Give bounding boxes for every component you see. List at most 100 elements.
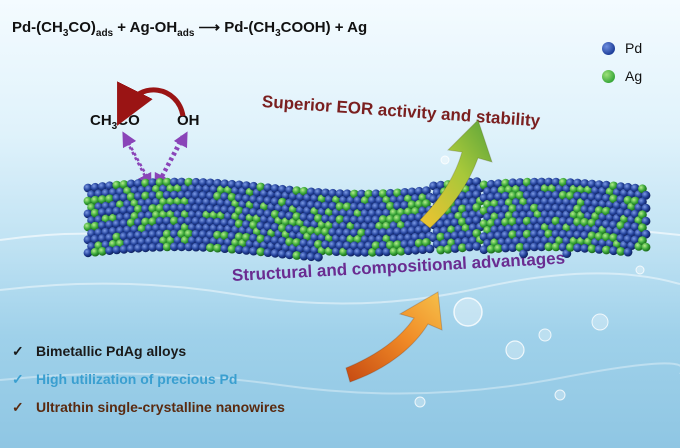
nanowire-atom: [335, 189, 345, 199]
nanowire-atom: [198, 178, 208, 187]
nanowire-atom: [544, 216, 554, 226]
nanowire-atom: [616, 234, 626, 243]
nanowire-atom: [630, 235, 640, 245]
nanowire-atom: [515, 242, 525, 252]
nanowire-atom: [83, 196, 93, 206]
nanowire-atom: [357, 241, 366, 251]
acetyl-sub: 3: [111, 121, 118, 132]
nanowire-atom: [285, 224, 294, 234]
nanowire-atom: [166, 184, 176, 194]
eq-part: COOH) + Ag: [280, 19, 368, 36]
nanowire-atom: [551, 190, 561, 200]
nanowire-atom: [155, 242, 165, 252]
eq-part: + Ag-OH: [113, 19, 178, 36]
nanowire-atom: [386, 214, 395, 224]
nanowire-atom: [105, 194, 114, 204]
nanowire-atom: [414, 186, 424, 196]
nanowire-atom: [98, 234, 107, 243]
nanowire-atom: [134, 192, 143, 201]
nanowire-atom: [112, 206, 122, 216]
nanowire-atom: [465, 190, 474, 200]
nanowire-atom: [616, 182, 626, 192]
nanowire-atom: [609, 207, 618, 217]
nanowire-atom: [429, 181, 438, 191]
nanowire-atom: [234, 193, 244, 203]
nanowire-atom: [623, 221, 633, 231]
nanowire-atom: [393, 214, 402, 224]
nanowire-atom: [537, 203, 546, 213]
nanowire-atom: [98, 195, 107, 204]
nanowire-atom: [530, 203, 539, 213]
nanowire-atom: [321, 240, 330, 250]
nanowire-atom: [166, 223, 176, 232]
nanowire-atom: [479, 232, 489, 242]
nanowire-atom: [105, 181, 114, 191]
nanowire-atom: [119, 232, 129, 241]
nanowire-atom: [148, 243, 158, 252]
nanowire-atom: [350, 241, 359, 251]
nanowire-atom: [206, 230, 215, 240]
nanowire-atom: [616, 247, 626, 256]
feature-item-utilization: ✓ High utilization of precious Pd: [12, 368, 285, 390]
nanowire-atom: [638, 197, 647, 207]
nanowire-atom: [386, 188, 395, 198]
nanowire-atom: [458, 217, 467, 227]
nanowire-atom: [360, 222, 370, 231]
activity-arrow-icon: [419, 119, 493, 229]
nanowire-atom: [378, 241, 388, 250]
nanowire-atom: [472, 203, 482, 212]
nanowire-atom: [220, 192, 230, 202]
nanowire-atom: [378, 189, 388, 199]
nanowire-atom: [411, 245, 420, 255]
nanowire-atom: [360, 209, 370, 218]
nanowire-atom: [573, 217, 582, 227]
feature-text: High utilization of precious Pd: [36, 371, 238, 387]
nanowire-atom: [450, 231, 460, 241]
nanowire-atom: [566, 178, 575, 188]
nanowire-atom: [112, 180, 122, 190]
nanowire-atom: [623, 234, 633, 244]
nanowire-atom: [342, 215, 352, 225]
nanowire-atom: [602, 245, 611, 255]
nanowire-atom: [494, 244, 503, 253]
nanowire-atom: [350, 215, 359, 225]
nanowire-atom: [515, 204, 525, 213]
nanowire-atom: [90, 182, 100, 192]
nanowire-atom: [508, 204, 518, 214]
nanowire-atom: [508, 217, 518, 227]
nanowire-atom: [429, 233, 438, 243]
nanowire-atom: [393, 240, 402, 250]
nanowire-atom: [105, 220, 114, 230]
nanowire-atom: [494, 205, 503, 215]
nanowire-atom: [249, 181, 258, 191]
nanowire-atom: [508, 230, 518, 240]
nanowire-atom: [119, 206, 129, 215]
nanowire-atom: [501, 204, 510, 214]
nanowire-atom: [170, 216, 179, 226]
nanowire-atom: [587, 205, 597, 215]
nanowire-atom: [371, 228, 381, 238]
nanowire-atom: [422, 199, 431, 209]
pd-atom-icon: [602, 41, 615, 55]
nanowire-atom: [530, 177, 539, 187]
nanowire-atom: [540, 197, 550, 206]
nanowire-atom: [270, 236, 280, 245]
nanowire-atom: [494, 218, 503, 228]
eq-part: Pd-(CH: [12, 19, 63, 36]
nanowire-atom: [328, 227, 338, 237]
nanowire-atom: [242, 181, 251, 191]
nanowire-atom: [436, 232, 446, 242]
nanowire-atom: [609, 233, 618, 243]
nanowire-atom: [299, 238, 309, 248]
nanowire-atom: [486, 179, 496, 189]
nanowire-atom: [544, 229, 554, 239]
nanowire-atom: [393, 227, 402, 237]
nanowire-atom: [378, 215, 388, 224]
nanowire-atom: [90, 221, 100, 231]
nanowire-atom: [530, 190, 539, 200]
nanowire-atom: [602, 193, 611, 203]
nanowire-atom: [551, 229, 561, 239]
nanowire-atom: [270, 210, 280, 219]
nanowire-atom: [465, 229, 474, 239]
nanowire-atom: [566, 204, 575, 214]
